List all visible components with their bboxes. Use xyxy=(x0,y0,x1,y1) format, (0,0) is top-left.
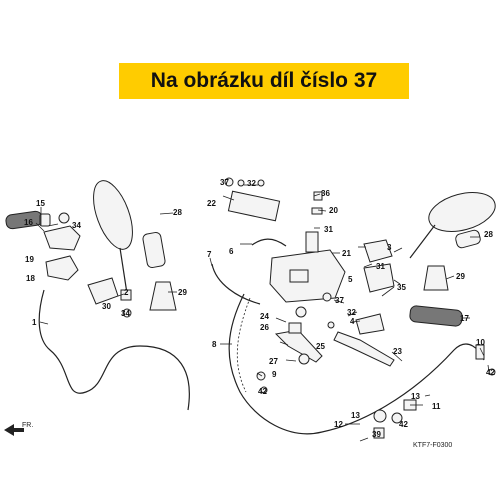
callout-17: 17 xyxy=(460,314,469,323)
callout-34: 32 xyxy=(247,179,256,188)
left-cover xyxy=(149,281,177,311)
callout-25: 25 xyxy=(316,342,325,351)
callout-29-left: 29 xyxy=(178,288,187,297)
part-number-banner: Na obrázku díl číslo 37 xyxy=(119,63,409,99)
throttle-cable xyxy=(38,289,190,411)
callout-3: 3 xyxy=(387,243,392,252)
right-boot xyxy=(455,229,481,249)
callout-26: 26 xyxy=(260,323,269,332)
callout-42-bottom: 42 xyxy=(399,420,408,429)
callout-27: 27 xyxy=(269,357,278,366)
cable-guide-path xyxy=(236,297,251,393)
callout-28-right: 28 xyxy=(484,230,493,239)
left-switch-housing xyxy=(43,212,81,281)
left-lever-bracket xyxy=(87,277,119,305)
callout-30: 30 xyxy=(102,302,111,311)
right-lever-holder xyxy=(355,313,385,335)
callout-38: 36 xyxy=(321,189,330,198)
right-switch xyxy=(363,239,395,293)
callout-7: 7 xyxy=(207,250,212,259)
callout-9: 9 xyxy=(272,370,277,379)
callout-19: 19 xyxy=(25,255,34,264)
rear-brake-cable xyxy=(228,293,485,435)
callout-37: 37 xyxy=(335,296,344,305)
callout-15: 15 xyxy=(36,199,45,208)
callout-39: 37 xyxy=(220,178,229,187)
callout-1: 1 xyxy=(32,318,37,327)
master-cylinder xyxy=(227,190,346,303)
choke-cable xyxy=(211,263,261,305)
left-boot xyxy=(142,231,166,269)
right-brake-lever xyxy=(333,331,395,367)
front-direction-marker: FR. xyxy=(4,422,33,436)
callout-10: 10 xyxy=(476,338,485,347)
callout-13-left: 13 xyxy=(351,411,360,420)
right-mirror xyxy=(409,192,496,259)
banner-text: Na obrázku díl číslo 37 xyxy=(150,69,378,92)
callout-42-right: 42 xyxy=(486,368,495,377)
callout-24: 24 xyxy=(260,312,269,321)
callout-40: 34 xyxy=(72,221,81,230)
callout-21: 21 xyxy=(342,249,351,258)
callout-22: 22 xyxy=(207,199,216,208)
front-marker-label: FR. xyxy=(22,422,33,429)
callout-42-left: 42 xyxy=(258,387,267,396)
callout-29-right: 29 xyxy=(456,272,465,281)
left-grip xyxy=(5,210,51,230)
leader-lines xyxy=(35,184,490,442)
brake-switch-wire xyxy=(251,238,287,247)
callout-33: 31 xyxy=(324,225,333,234)
callout-16: 16 xyxy=(24,218,33,227)
diagram-code: KTF7-F0300 xyxy=(413,442,452,449)
callout-18: 18 xyxy=(26,274,35,283)
callout-4: 4 xyxy=(350,317,355,326)
callout-23: 23 xyxy=(393,347,402,356)
callout-2: 2 xyxy=(124,288,129,297)
right-cover xyxy=(423,265,449,291)
callout-8: 8 xyxy=(212,340,217,349)
callout-5: 5 xyxy=(348,275,353,284)
callout-20: 20 xyxy=(329,206,338,215)
callout-6: 6 xyxy=(229,247,234,256)
callout-numbers: 15 16 34 19 18 1 2 30 34 28 29 37 32 22 … xyxy=(24,178,495,439)
callout-11: 11 xyxy=(432,402,441,411)
callout-28-left: 28 xyxy=(173,208,182,217)
callout-31: 31 xyxy=(376,262,385,271)
callout-41: 39 xyxy=(372,430,381,439)
callout-32: 32 xyxy=(347,308,356,317)
callout-35: 35 xyxy=(397,283,406,292)
right-throttle-grip xyxy=(409,305,463,327)
callout-12: 12 xyxy=(334,420,343,429)
callout-36: 34 xyxy=(121,309,130,318)
callout-13-right: 13 xyxy=(411,392,420,401)
